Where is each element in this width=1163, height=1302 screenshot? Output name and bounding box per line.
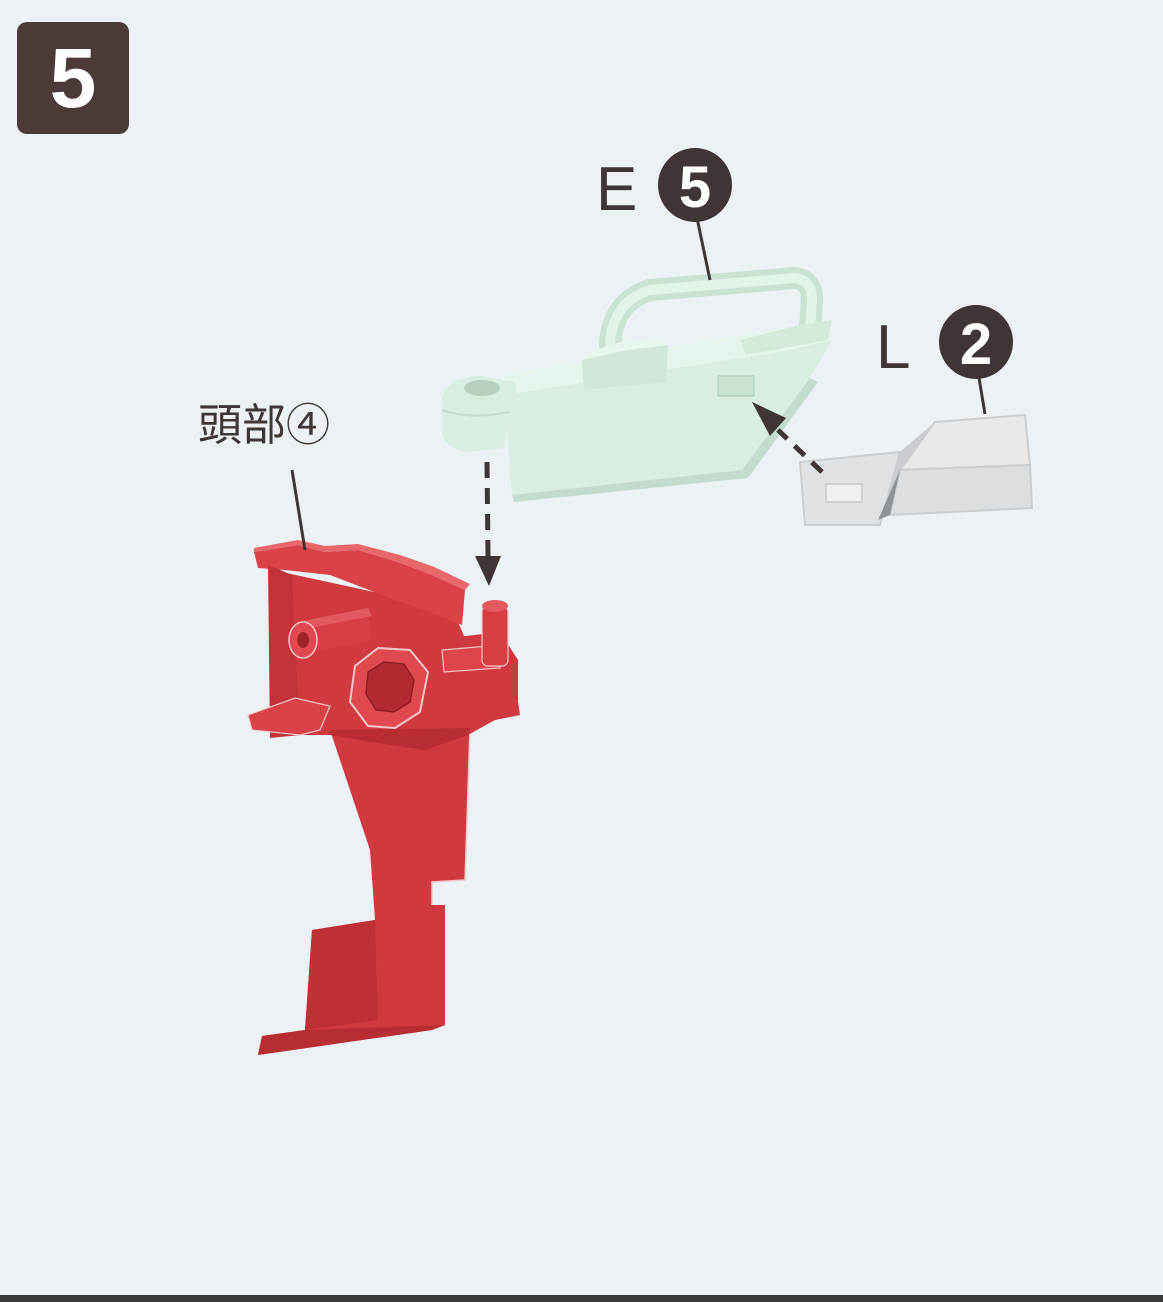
part-head-red <box>247 540 520 1055</box>
part-number-l: 2 <box>960 312 992 377</box>
insert-arrow-diagonal <box>752 402 824 474</box>
bottom-rule <box>0 1295 1163 1302</box>
leader-line-l2 <box>976 371 987 415</box>
leader-line-head <box>290 469 307 551</box>
part-number-circle-e <box>658 148 732 222</box>
part-l2-clear <box>798 413 1034 526</box>
part-number-e: 5 <box>679 155 711 220</box>
part-number-circle-l <box>939 305 1013 379</box>
insert-arrow-down <box>475 461 501 586</box>
step-number-badge: 5 <box>17 22 129 134</box>
part-e5-green <box>441 267 832 502</box>
part-letter-e: E <box>596 155 637 224</box>
label-e5: E 5 <box>596 148 732 224</box>
part-letter-l: L <box>876 313 910 382</box>
leader-line-e5 <box>695 217 712 281</box>
label-l2: L 2 <box>876 305 1013 382</box>
head-part-label: 頭部④ <box>198 401 330 450</box>
